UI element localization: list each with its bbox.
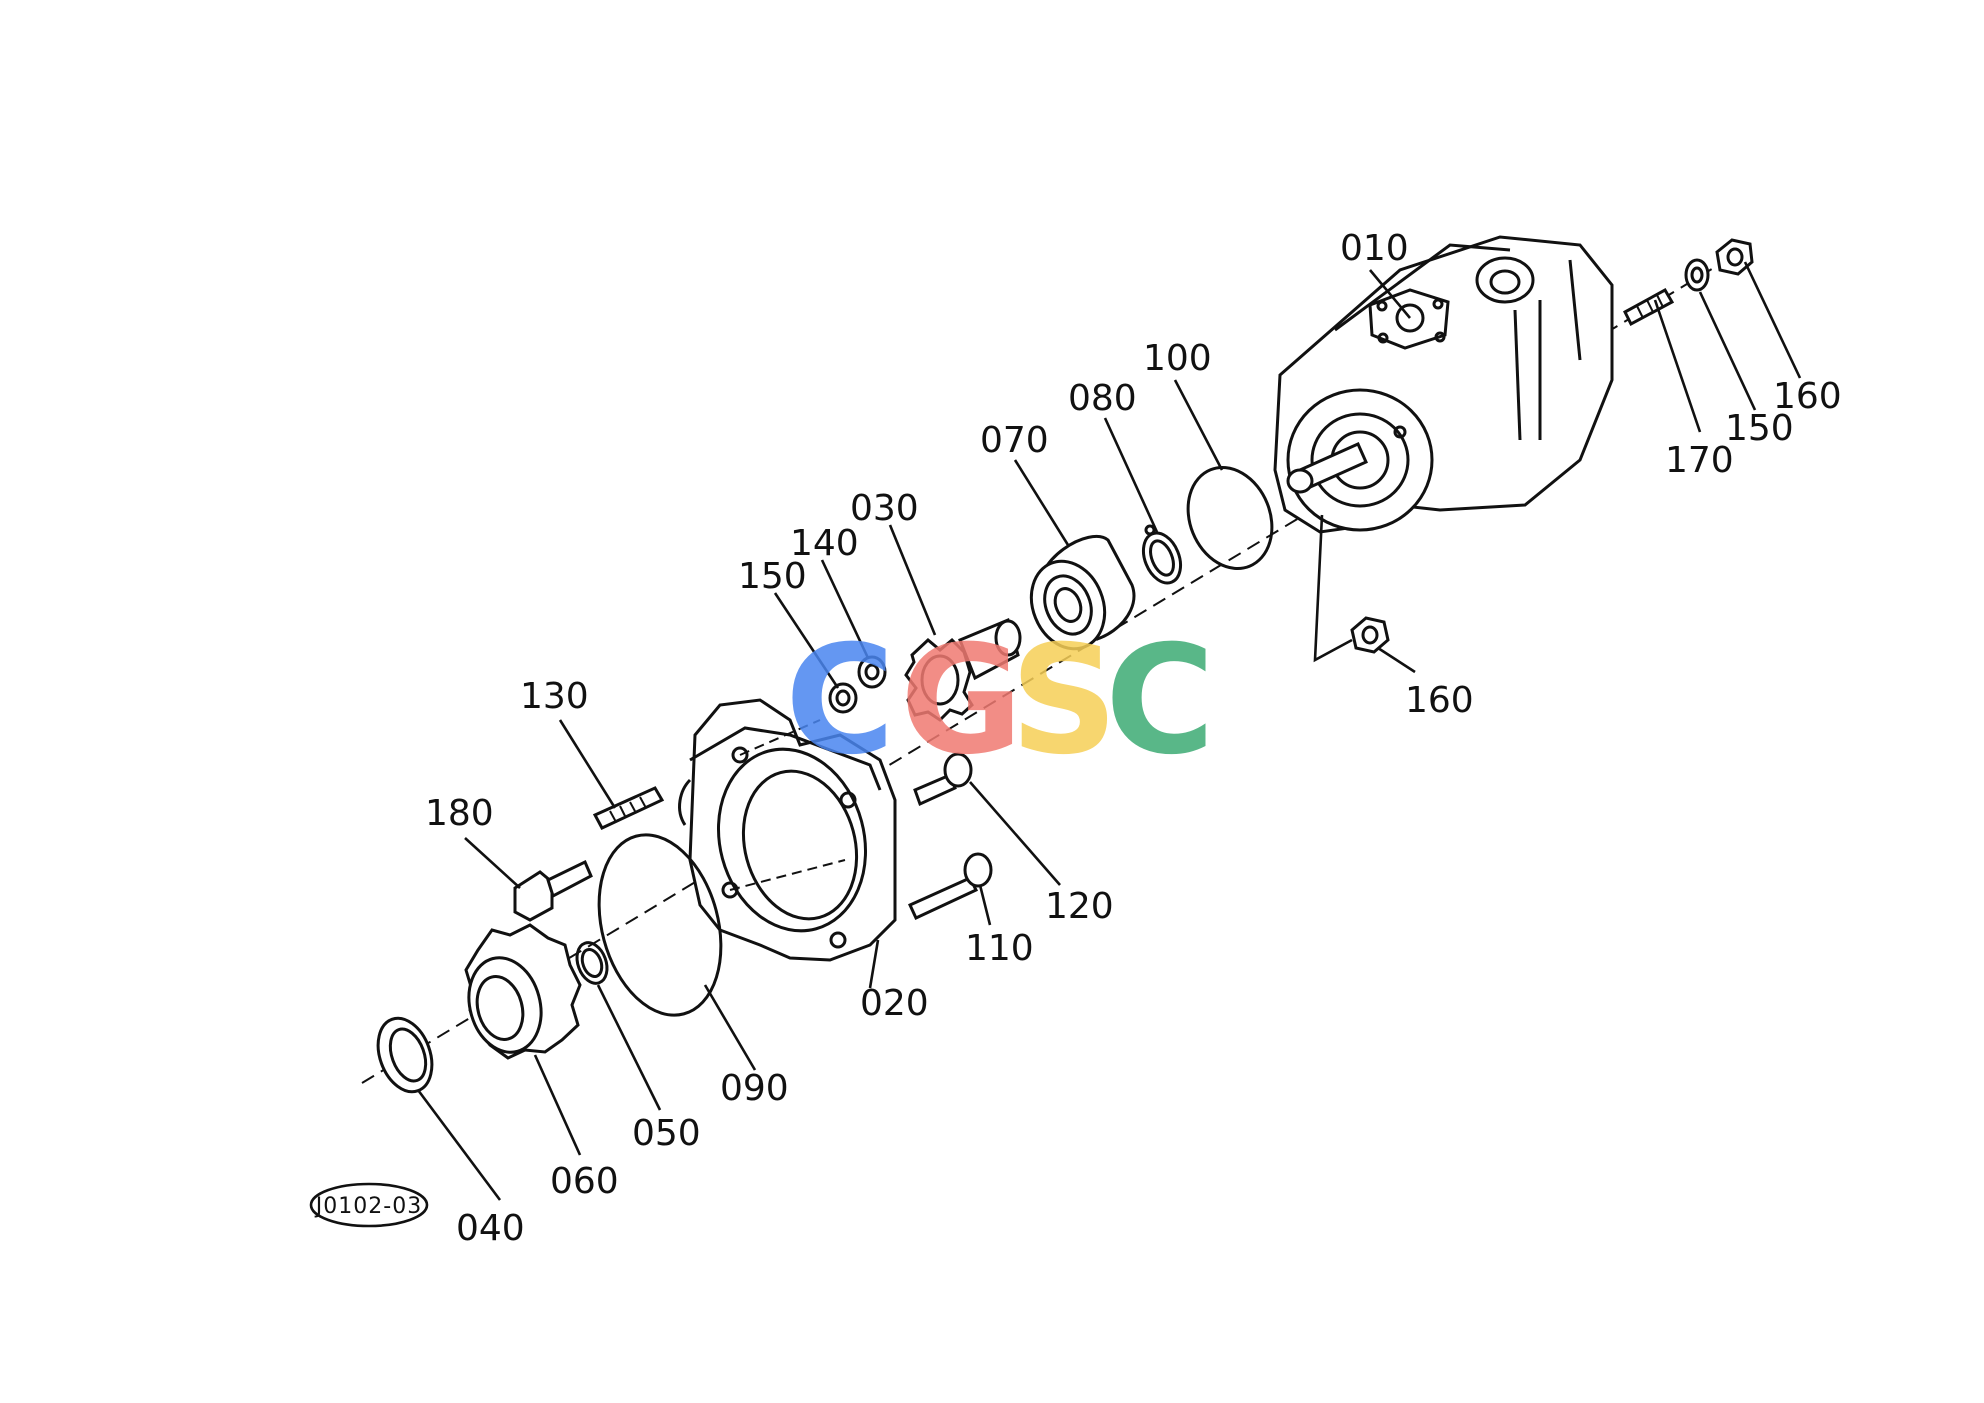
part-labels: 010 100 080 070 030 140 150 130 180 120 … [425,228,1842,1249]
pump-body-part [1273,235,1614,534]
stud-right-part [1623,287,1675,327]
part-label: 150 [738,556,807,597]
seal-ring-part [376,1016,434,1094]
part-label: 080 [1068,378,1137,419]
stud-bolt-part [592,786,665,830]
part-label: 040 [456,1208,525,1249]
washer-front-part [828,682,858,714]
watermark-letter-4: C [1105,614,1215,788]
reference-code-oval [309,1182,429,1228]
part-label: 150 [1725,408,1794,449]
part-label: 120 [1045,886,1114,927]
o-ring-housing-part [597,833,723,1017]
part-label: 160 [1405,680,1474,721]
washer-right-part [1684,258,1710,292]
part-label: 110 [965,928,1034,969]
part-label: 010 [1340,228,1409,269]
part-label: 050 [632,1113,701,1154]
part-label: 100 [1143,338,1212,379]
o-ring-large-part [1186,466,1274,570]
watermark-letter-3: S [1010,614,1118,788]
reference-code-text: J0102-03 [314,1194,422,1219]
part-label: 070 [980,420,1049,461]
reference-code-badge: J0102-03 [309,1182,429,1228]
hex-bolt-part [513,859,593,922]
nut-lower-part [1350,616,1390,654]
watermark-logo: C G S C [785,614,1215,788]
part-label: 160 [1773,376,1842,417]
part-label: 020 [860,983,929,1024]
part-label: 140 [790,523,859,564]
part-label: 130 [520,676,589,717]
nut-bracket-line [1313,514,1353,663]
flange-bolt-lower-part [908,852,993,920]
snap-ring-gear-part [575,941,609,985]
watermark-letter-2: G [900,614,1023,788]
part-label: 060 [550,1161,619,1202]
bearing-part [1029,534,1136,651]
flange-housing-part [678,698,897,962]
part-label: 180 [425,793,494,834]
part-label: 090 [720,1068,789,1109]
part-label: 030 [850,488,919,529]
nut-right-part [1715,238,1754,276]
sleeve-part [857,655,887,689]
gear-shaft-part [904,617,1022,722]
part-label: 170 [1665,440,1734,481]
snap-ring-part [1141,524,1183,585]
watermark-letter-1: C [785,614,895,788]
flange-bolt-upper-part [913,752,973,807]
leader-lines [416,261,1802,1201]
drive-gear-part [464,923,582,1060]
